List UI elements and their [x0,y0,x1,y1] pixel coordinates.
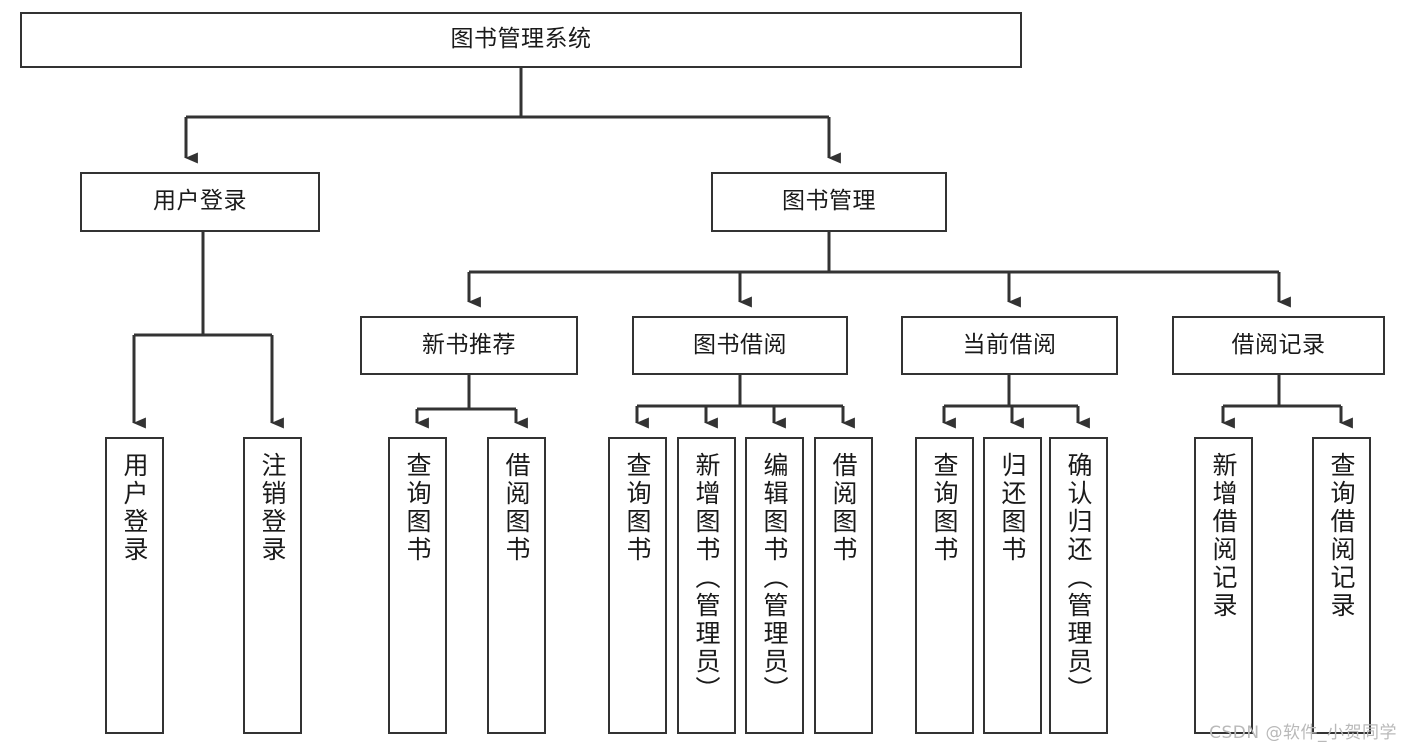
node-leaf-query-book-1[interactable]: 查询图书 [388,437,447,734]
node-book-borrow-label: 图书借阅 [693,331,787,358]
node-leaf-user-login-label: 用户登录 [120,452,149,564]
node-leaf-user-login[interactable]: 用户登录 [105,437,164,734]
node-book-borrow[interactable]: 图书借阅 [632,316,848,375]
node-leaf-edit-book[interactable]: 编辑图书（管理员） [745,437,804,734]
node-leaf-query-record[interactable]: 查询借阅记录 [1312,437,1371,734]
node-leaf-confirm-return[interactable]: 确认归还（管理员） [1049,437,1108,734]
node-book-manage[interactable]: 图书管理 [711,172,947,232]
node-leaf-query-book-3[interactable]: 查询图书 [915,437,974,734]
node-leaf-confirm-return-label: 确认归还（管理员） [1064,452,1093,704]
node-leaf-borrow-book-1-label: 借阅图书 [502,452,531,564]
node-leaf-return-book[interactable]: 归还图书 [983,437,1042,734]
node-leaf-query-record-label: 查询借阅记录 [1327,452,1356,620]
node-new-book-recommend[interactable]: 新书推荐 [360,316,578,375]
csdn-watermark: CSDN @软件_小贺同学 [1209,723,1397,743]
node-current-borrow[interactable]: 当前借阅 [901,316,1118,375]
node-root-label: 图书管理系统 [450,26,592,53]
node-leaf-query-book-1-label: 查询图书 [403,452,432,564]
node-leaf-borrow-book-2[interactable]: 借阅图书 [814,437,873,734]
node-leaf-add-book-label: 新增图书（管理员） [692,452,721,704]
node-leaf-add-record[interactable]: 新增借阅记录 [1194,437,1253,734]
node-borrow-record[interactable]: 借阅记录 [1172,316,1385,375]
node-borrow-record-label: 借阅记录 [1231,331,1326,358]
node-user-login-label: 用户登录 [153,188,247,215]
node-leaf-query-book-2[interactable]: 查询图书 [608,437,667,734]
node-new-book-recommend-label: 新书推荐 [422,331,516,358]
node-leaf-borrow-book-2-label: 借阅图书 [829,452,858,564]
node-leaf-logout-label: 注销登录 [258,452,287,564]
node-leaf-query-book-3-label: 查询图书 [930,452,959,564]
node-leaf-add-record-label: 新增借阅记录 [1209,452,1238,620]
node-leaf-logout[interactable]: 注销登录 [243,437,302,734]
node-leaf-edit-book-label: 编辑图书（管理员） [760,452,789,704]
node-user-login[interactable]: 用户登录 [80,172,320,232]
node-leaf-add-book[interactable]: 新增图书（管理员） [677,437,736,734]
node-leaf-query-book-2-label: 查询图书 [623,452,652,564]
node-book-manage-label: 图书管理 [782,188,876,215]
node-leaf-borrow-book-1[interactable]: 借阅图书 [487,437,546,734]
node-root[interactable]: 图书管理系统 [20,12,1022,68]
node-leaf-return-book-label: 归还图书 [998,452,1027,564]
node-current-borrow-label: 当前借阅 [962,331,1057,358]
